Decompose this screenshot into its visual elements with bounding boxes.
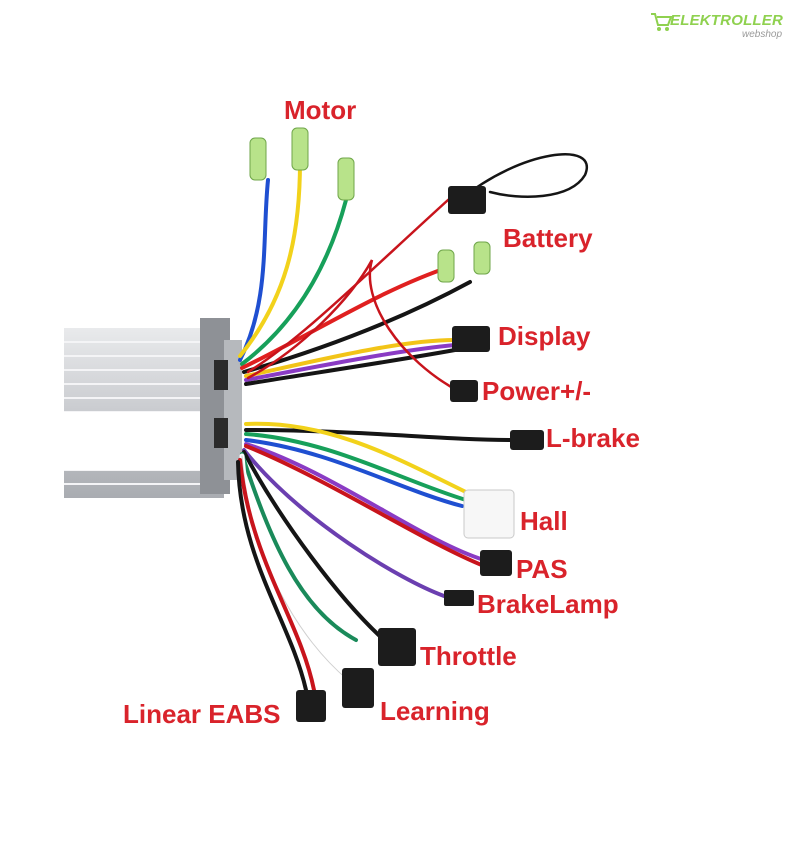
cart-icon [651,13,672,31]
connectors-lower [296,430,544,722]
brand-name: ELEKTROLLER [670,12,784,29]
label-display: Display [498,321,591,351]
label-l-brake: L-brake [546,423,640,453]
label-power: Power+/- [482,376,592,406]
label-brakelamp: BrakeLamp [477,589,619,619]
label-learning: Learning [380,696,490,726]
lower-harness [236,421,514,692]
brand-logo: ELEKTROLLER webshop [650,10,792,44]
label-pas: PAS [516,554,568,584]
label-throttle: Throttle [420,641,517,671]
upper-harness [238,153,589,394]
connectors-upper [448,186,490,402]
controller-housing [64,318,242,498]
label-battery: Battery [503,223,593,253]
motor-terminals [249,127,491,283]
label-motor: Motor [284,95,357,125]
brand-sub: webshop [742,29,783,40]
label-linear-eabs: Linear EABS [123,699,281,729]
label-hall: Hall [520,506,568,536]
